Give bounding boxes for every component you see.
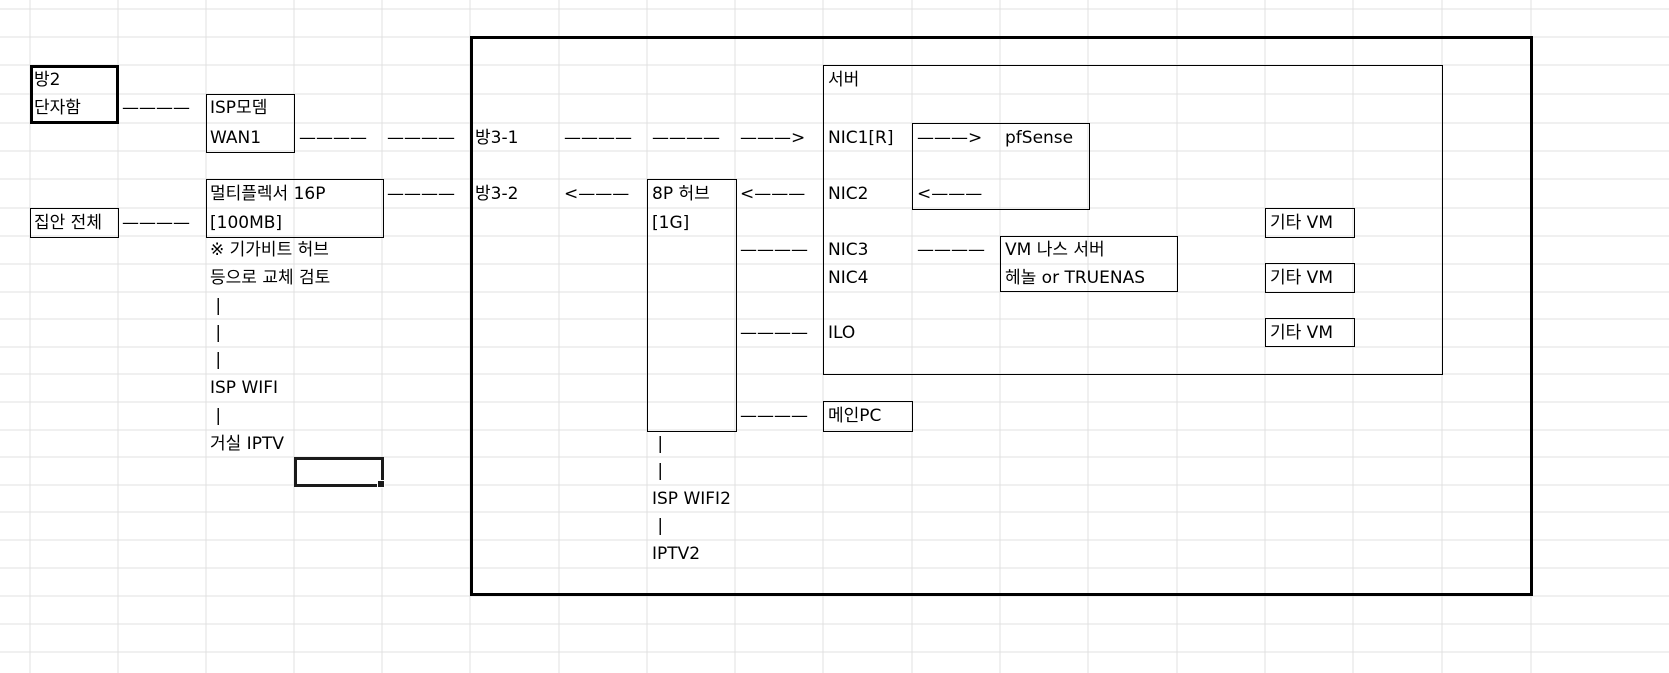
cell-dash-wan1-b[interactable]: ———— [387, 128, 455, 148]
cell-living-iptv[interactable]: 거실 IPTV [210, 434, 284, 454]
cell-dash-room2-isp[interactable]: ———— [122, 98, 190, 118]
cell-hub-speed[interactable]: [1G] [652, 213, 690, 233]
cell-pipe-4[interactable]: | [210, 406, 222, 426]
cell-whole-house[interactable]: 집안 전체 [34, 213, 102, 233]
cell-arrow-pfsense-nic2[interactable]: <——— [917, 184, 983, 204]
cell-nas-os[interactable]: 헤놀 or TRUENAS [1005, 268, 1145, 288]
cell-dash-house-mux[interactable]: ———— [122, 213, 190, 233]
cell-arrow-nic1-pfsense[interactable]: ———> [917, 128, 983, 148]
cell-pipe-3[interactable]: | [210, 350, 222, 370]
cell-pfsense[interactable]: pfSense [1005, 128, 1074, 148]
cell-other-vm-2[interactable]: 기타 VM [1270, 268, 1333, 288]
cell-multiplexer[interactable]: 멀티플렉서 16P [210, 184, 326, 204]
cell-isp-wifi[interactable]: ISP WIFI [210, 378, 279, 398]
cell-dash-hub-ilo[interactable]: ———— [740, 323, 808, 343]
cell-main-pc[interactable]: 메인PC [828, 406, 882, 426]
cell-nic1[interactable]: NIC1[R] [828, 128, 894, 148]
cell-gigabit-note-1[interactable]: ※ 기가비트 허브 [210, 240, 329, 260]
cell-vm-nas-server[interactable]: VM 나스 서버 [1005, 240, 1105, 260]
cell-hub-pipe-2[interactable]: | [652, 461, 664, 481]
cell-other-vm-3[interactable]: 기타 VM [1270, 323, 1333, 343]
cell-ilo[interactable]: ILO [828, 323, 856, 343]
cell-room3-2[interactable]: 방3-2 [475, 184, 519, 204]
cell-arrow-nic2-hub[interactable]: <——— [740, 184, 806, 204]
cell-dash-nic3-nas[interactable]: ———— [917, 240, 985, 260]
cell-hub-8p[interactable]: 8P 허브 [652, 184, 710, 204]
cell-gigabit-note-2[interactable]: 등으로 교체 검토 [210, 268, 331, 288]
cell-pipe-1[interactable]: | [210, 296, 222, 316]
cell-mux-speed[interactable]: [100MB] [210, 213, 283, 233]
cell-dash-room31-a[interactable]: ———— [564, 128, 632, 148]
cell-arrow-hub-room32[interactable]: <——— [564, 184, 630, 204]
cell-nic2[interactable]: NIC2 [828, 184, 869, 204]
cell-room3-1[interactable]: 방3-1 [475, 128, 519, 148]
cell-nic4[interactable]: NIC4 [828, 268, 869, 288]
cell-nic3[interactable]: NIC3 [828, 240, 869, 260]
cell-other-vm-1[interactable]: 기타 VM [1270, 213, 1333, 233]
cell-server-label[interactable]: 서버 [828, 70, 860, 90]
cell-dash-room31-b[interactable]: ———— [652, 128, 720, 148]
cell-isp-wifi2[interactable]: ISP WIFI2 [652, 489, 731, 509]
selected-cell[interactable] [294, 457, 385, 488]
cell-junction-box[interactable]: 단자함 [34, 98, 81, 118]
cell-hub-pipe-1[interactable]: | [652, 434, 664, 454]
cell-dash-hub-nic3[interactable]: ———— [740, 240, 808, 260]
cell-isp-modem[interactable]: ISP모뎀 [210, 98, 268, 118]
cell-dash-hub-mainpc[interactable]: ———— [740, 406, 808, 426]
cell-room2[interactable]: 방2 [34, 70, 61, 90]
cell-dash-wan1-a[interactable]: ———— [299, 128, 367, 148]
cell-arrow-to-nic1[interactable]: ———> [740, 128, 806, 148]
cell-dash-mux-room32[interactable]: ———— [387, 184, 455, 204]
cell-wan1[interactable]: WAN1 [210, 128, 262, 148]
cell-pipe-2[interactable]: | [210, 323, 222, 343]
cell-iptv2[interactable]: IPTV2 [652, 544, 701, 564]
fill-handle[interactable] [377, 480, 385, 488]
cell-hub-pipe-3[interactable]: | [652, 516, 664, 536]
